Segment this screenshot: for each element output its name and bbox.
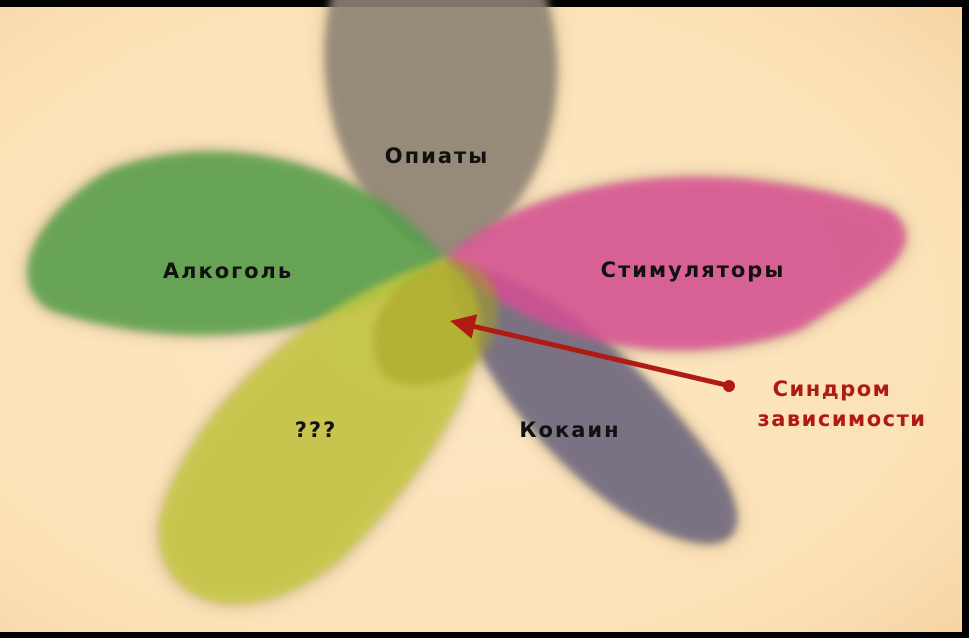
petal-label-stimulants: Стимуляторы: [601, 258, 786, 282]
frame-bottom: [0, 632, 969, 638]
petal-label-cocaine: Кокаин: [519, 418, 620, 442]
syndrome-arrow-dot: [723, 380, 735, 392]
syndrome-label-line1: Синдром: [773, 377, 892, 401]
syndrome-label-line2: зависимости: [758, 407, 927, 431]
petal-label-opiates: Опиаты: [385, 144, 489, 168]
petal-label-alcohol: Алкоголь: [163, 259, 293, 283]
petal-label-unknown: ???: [295, 418, 338, 442]
frame-right: [962, 0, 969, 638]
